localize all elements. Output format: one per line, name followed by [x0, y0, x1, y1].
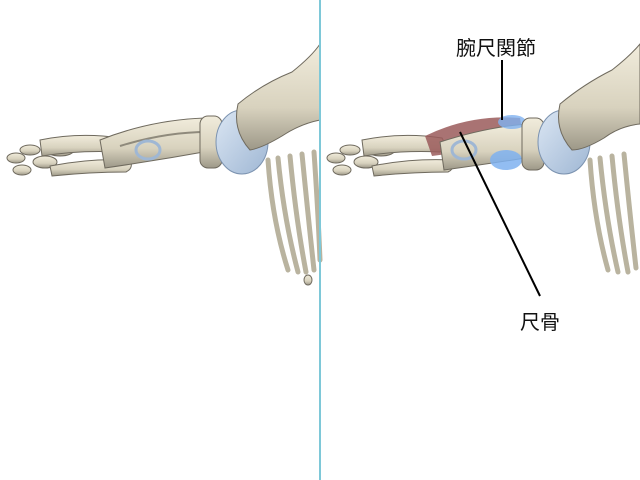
wrist-joint-label: 腕尺関節 — [456, 36, 536, 60]
wrist-joint-highlight — [498, 115, 526, 129]
left-ribs — [265, 149, 323, 275]
ulna-label: 尺骨 — [520, 310, 560, 334]
left-humerus — [236, 42, 321, 151]
right-ribs — [587, 151, 639, 275]
ulna-leader-line — [459, 131, 541, 297]
ulna-highlight — [490, 150, 522, 170]
left-joint-ring — [134, 139, 162, 161]
right-humerus — [558, 43, 640, 151]
left-panel-bones — [6, 42, 323, 286]
right-panel-bones — [326, 43, 640, 275]
right-paw-digits — [326, 134, 454, 177]
